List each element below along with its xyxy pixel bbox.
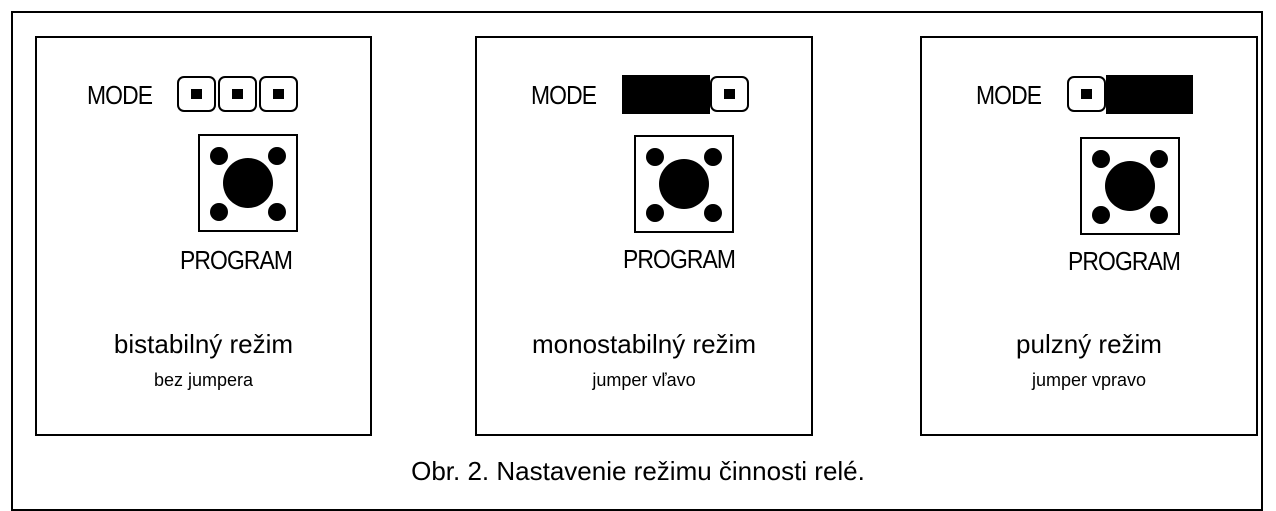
- figure-caption: Obr. 2. Nastavenie režimu činnosti relé.: [411, 456, 865, 486]
- mode-subtitle: bez jumpera: [153, 370, 254, 390]
- button-pin-dot: [268, 203, 286, 221]
- program-button-icon: [1080, 137, 1180, 235]
- button-knob: [659, 159, 709, 209]
- button-knob: [1105, 161, 1155, 211]
- mode-title: monostabilný režim: [532, 329, 756, 359]
- jumper-pin-2: [218, 76, 257, 112]
- jumper-pin-3: [710, 76, 749, 112]
- mode-subtitle: jumper vpravo: [1031, 370, 1147, 390]
- mode-label: MODE: [531, 80, 597, 110]
- button-pin-dot: [646, 204, 664, 222]
- panel-pulse: MODE PROGRAM pulzný režim jumper vpravo: [920, 36, 1258, 436]
- mode-label: MODE: [87, 80, 153, 110]
- button-pin-dot: [646, 148, 664, 166]
- program-label: PROGRAM: [623, 244, 736, 274]
- button-pin-dot: [1092, 206, 1110, 224]
- program-button-icon: [198, 134, 298, 232]
- panel-bistable: MODE PROGRAM bistabilný režim bez jumper…: [35, 36, 372, 436]
- mode-title: pulzný režim: [1016, 329, 1162, 359]
- jumper-left: [622, 75, 710, 114]
- mode-subtitle: jumper vľavo: [592, 370, 696, 390]
- jumper-right: [1106, 75, 1193, 114]
- button-pin-dot: [704, 204, 722, 222]
- program-label: PROGRAM: [1068, 246, 1181, 276]
- program-button-icon: [634, 135, 734, 233]
- program-label: PROGRAM: [180, 245, 293, 275]
- button-pin-dot: [268, 147, 286, 165]
- button-pin-dot: [210, 203, 228, 221]
- jumper-pin-1: [1067, 76, 1106, 112]
- button-pin-dot: [704, 148, 722, 166]
- panel-monostable: MODE PROGRAM monostabilný režim jumper v…: [475, 36, 813, 436]
- jumper-pin-1: [177, 76, 216, 112]
- mode-label: MODE: [976, 80, 1042, 110]
- button-pin-dot: [1150, 150, 1168, 168]
- jumper-pin-3: [259, 76, 298, 112]
- button-pin-dot: [210, 147, 228, 165]
- button-pin-dot: [1092, 150, 1110, 168]
- button-knob: [223, 158, 273, 208]
- mode-title: bistabilný režim: [113, 329, 294, 359]
- button-pin-dot: [1150, 206, 1168, 224]
